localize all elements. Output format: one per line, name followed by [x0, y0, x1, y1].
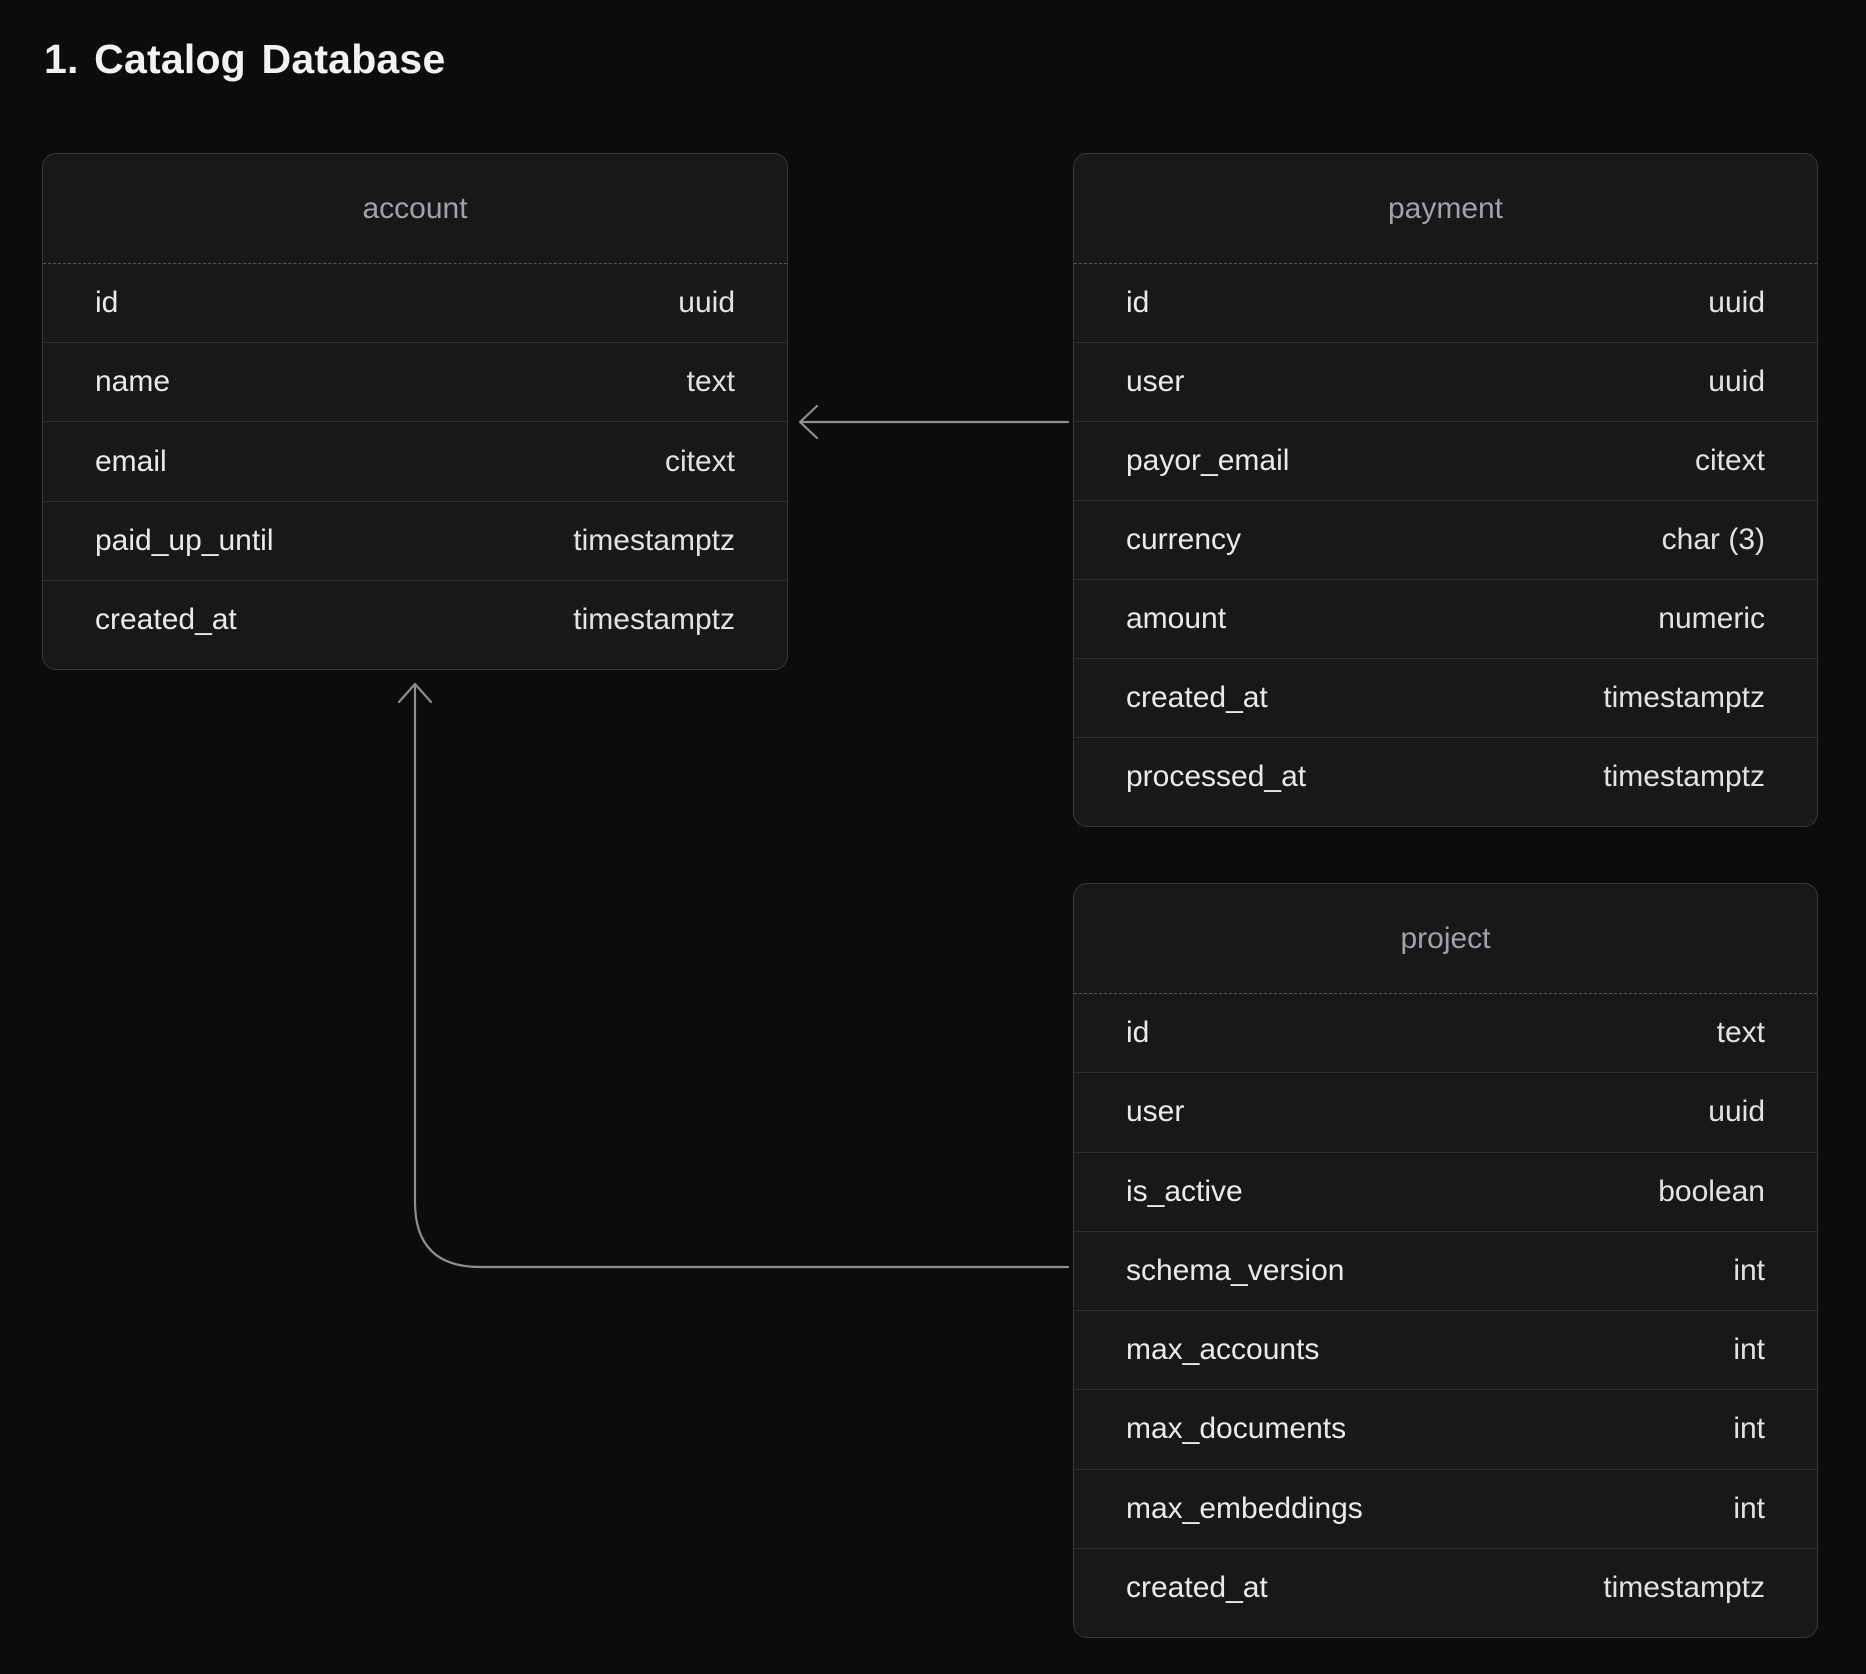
- field-row: id uuid: [1074, 264, 1817, 342]
- page-title: 1. Catalog Database: [44, 36, 446, 82]
- table-payment-title: payment: [1074, 154, 1817, 264]
- field-row: created_at timestamptz: [43, 579, 787, 659]
- field-type: uuid: [1708, 1095, 1765, 1129]
- field-row: id text: [1074, 994, 1817, 1072]
- field-name: user: [1126, 1095, 1185, 1129]
- field-name: max_embeddings: [1126, 1491, 1363, 1525]
- field-row: user uuid: [1074, 1072, 1817, 1151]
- field-row: created_at timestamptz: [1074, 658, 1817, 737]
- field-type: text: [686, 365, 735, 399]
- field-name: max_accounts: [1126, 1333, 1320, 1367]
- field-row: created_at timestamptz: [1074, 1547, 1817, 1627]
- field-name: id: [1126, 1016, 1150, 1050]
- field-row: max_accounts int: [1074, 1310, 1817, 1389]
- field-name: max_documents: [1126, 1412, 1347, 1446]
- field-name: id: [1126, 286, 1150, 319]
- field-type: int: [1733, 1253, 1765, 1287]
- field-name: user: [1126, 365, 1185, 398]
- table-account-title: account: [43, 154, 787, 264]
- field-type: timestamptz: [1603, 1570, 1765, 1604]
- field-name: payor_email: [1126, 444, 1290, 477]
- field-row: amount numeric: [1074, 579, 1817, 658]
- field-type: timestamptz: [573, 602, 735, 636]
- table-account[interactable]: account id uuid name text email citext p…: [42, 153, 788, 670]
- field-type: int: [1733, 1491, 1765, 1525]
- table-project-title: project: [1074, 884, 1817, 994]
- field-row: currency char (3): [1074, 500, 1817, 579]
- field-name: email: [95, 444, 167, 478]
- field-row: is_active boolean: [1074, 1151, 1817, 1231]
- field-name: currency: [1126, 523, 1242, 556]
- field-type: timestamptz: [1603, 681, 1765, 714]
- field-row: email citext: [43, 421, 787, 500]
- field-name: created_at: [1126, 1570, 1268, 1604]
- field-type: int: [1733, 1333, 1765, 1367]
- field-row: user uuid: [1074, 342, 1817, 421]
- field-row: id uuid: [43, 264, 787, 342]
- field-type: uuid: [1708, 365, 1765, 398]
- arrowhead-up-icon: [397, 682, 433, 704]
- field-type: text: [1716, 1016, 1765, 1050]
- field-type: int: [1733, 1412, 1765, 1446]
- field-row: processed_at timestamptz: [1074, 737, 1817, 816]
- field-row: schema_version int: [1074, 1230, 1817, 1310]
- connector-project-to-account: [413, 684, 1070, 1269]
- field-name: id: [95, 286, 119, 320]
- field-type: char (3): [1661, 523, 1765, 556]
- field-row: payor_email citext: [1074, 421, 1817, 500]
- field-name: amount: [1126, 602, 1227, 635]
- field-type: uuid: [1708, 286, 1765, 319]
- field-type: uuid: [678, 286, 735, 320]
- field-type: timestamptz: [573, 523, 735, 557]
- field-name: created_at: [95, 602, 237, 636]
- field-type: citext: [1694, 444, 1765, 477]
- field-name: is_active: [1126, 1174, 1243, 1208]
- field-name: paid_up_until: [95, 523, 274, 557]
- table-account-body: id uuid name text email citext paid_up_u…: [43, 264, 787, 669]
- field-name: name: [95, 365, 171, 399]
- field-name: schema_version: [1126, 1253, 1345, 1287]
- field-row: paid_up_until timestamptz: [43, 500, 787, 580]
- table-payment-body: id uuid user uuid payor_email citext cur…: [1074, 264, 1817, 826]
- field-name: processed_at: [1126, 760, 1307, 793]
- table-payment[interactable]: payment id uuid user uuid payor_email ci…: [1073, 153, 1818, 827]
- field-type: numeric: [1658, 602, 1765, 635]
- arrowhead-left-icon: [798, 404, 819, 440]
- field-type: citext: [664, 444, 735, 478]
- field-row: name text: [43, 342, 787, 421]
- table-project[interactable]: project id text user uuid is_active bool…: [1073, 883, 1818, 1638]
- field-type: timestamptz: [1603, 760, 1765, 793]
- field-row: max_documents int: [1074, 1389, 1817, 1468]
- field-name: created_at: [1126, 681, 1268, 714]
- table-project-body: id text user uuid is_active boolean sche…: [1074, 994, 1817, 1637]
- field-type: boolean: [1658, 1174, 1765, 1208]
- field-row: max_embeddings int: [1074, 1468, 1817, 1548]
